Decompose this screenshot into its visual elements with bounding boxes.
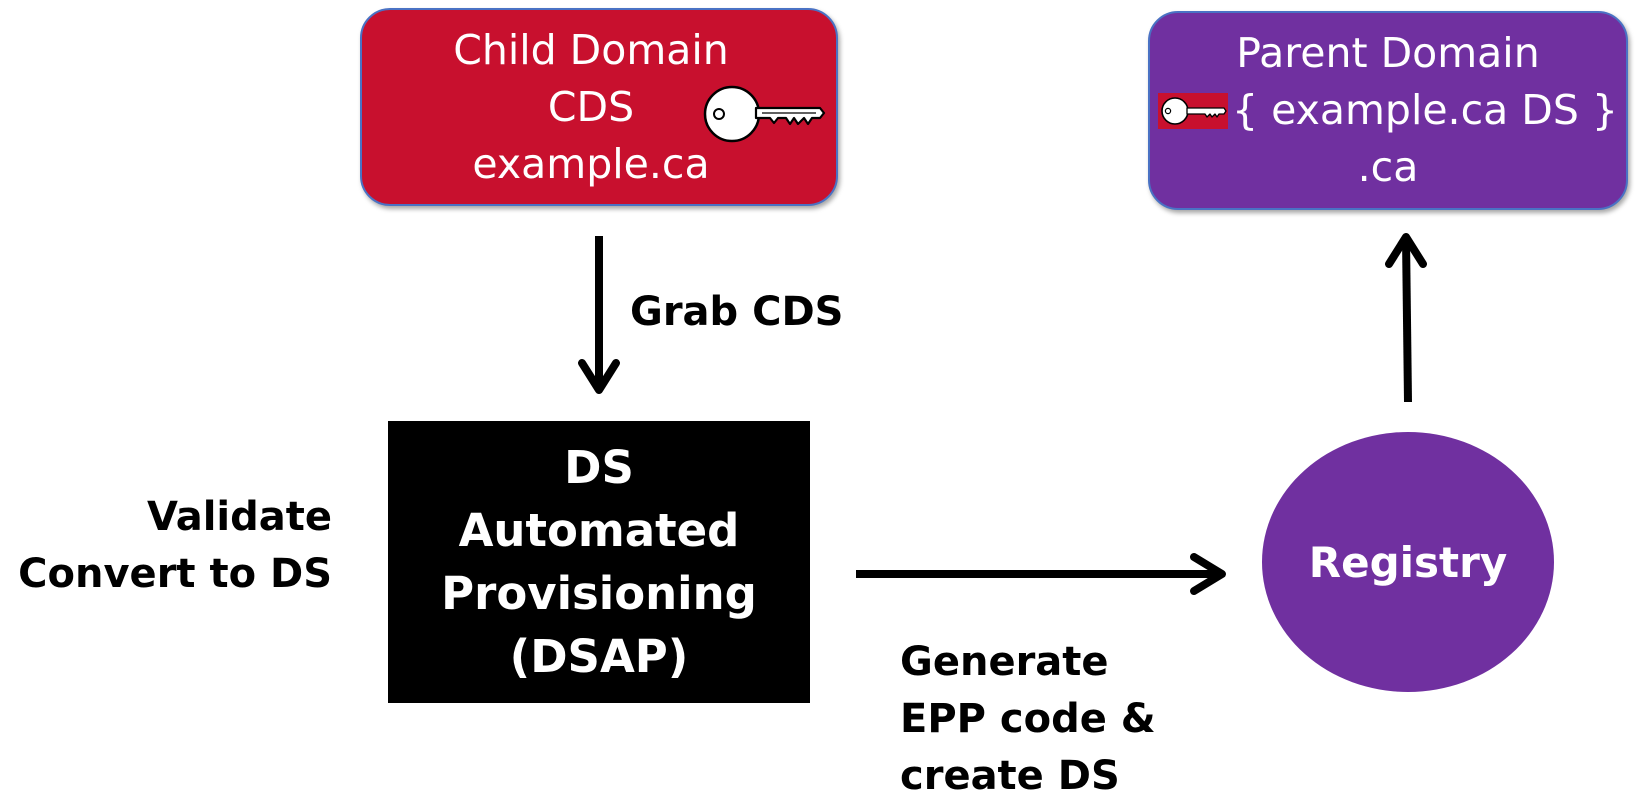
arrow-child-to-dsap-head (578, 359, 620, 394)
arrow-dsap-to-registry-head (1190, 553, 1226, 595)
generate-line-1: Generate (900, 639, 1109, 685)
generate-label: Generate EPP code & create DS (900, 634, 1156, 805)
validate-line-1: Validate (146, 494, 332, 540)
child-domain-title: Child Domain (453, 25, 729, 74)
registry-label: Registry (1308, 537, 1508, 587)
dsap-line-3: Provisioning (441, 567, 757, 620)
validate-label: Validate Convert to DS (18, 489, 332, 603)
parent-domain-ds-text: { example.ca DS } (1231, 86, 1619, 134)
child-domain-record: CDS (547, 82, 635, 131)
arrow-registry-to-parent (1402, 237, 1412, 403)
arrow-registry-to-parent-head (1385, 233, 1427, 268)
dsap-line-2: Automated (458, 504, 740, 557)
dsap-box: DS Automated Provisioning (DSAP) (388, 421, 810, 703)
generate-line-2: EPP code & (900, 696, 1156, 742)
grab-cds-label: Grab CDS (630, 289, 844, 335)
child-domain-name: example.ca (472, 139, 710, 188)
key-icon (1157, 92, 1228, 129)
parent-domain-title: Parent Domain (1236, 29, 1540, 77)
validate-line-2: Convert to DS (18, 551, 332, 597)
generate-line-3: create DS (900, 753, 1120, 799)
dsap-line-1: DS (564, 441, 634, 494)
parent-domain-box: Parent Domain { example.ca DS } .ca (1148, 11, 1628, 210)
key-icon (703, 85, 826, 143)
parent-domain-tld: .ca (1357, 143, 1419, 191)
dsap-line-4: (DSAP) (509, 630, 689, 683)
parent-domain-ds-line: { example.ca DS } (1157, 82, 1619, 139)
registry-node: Registry (1262, 432, 1554, 692)
